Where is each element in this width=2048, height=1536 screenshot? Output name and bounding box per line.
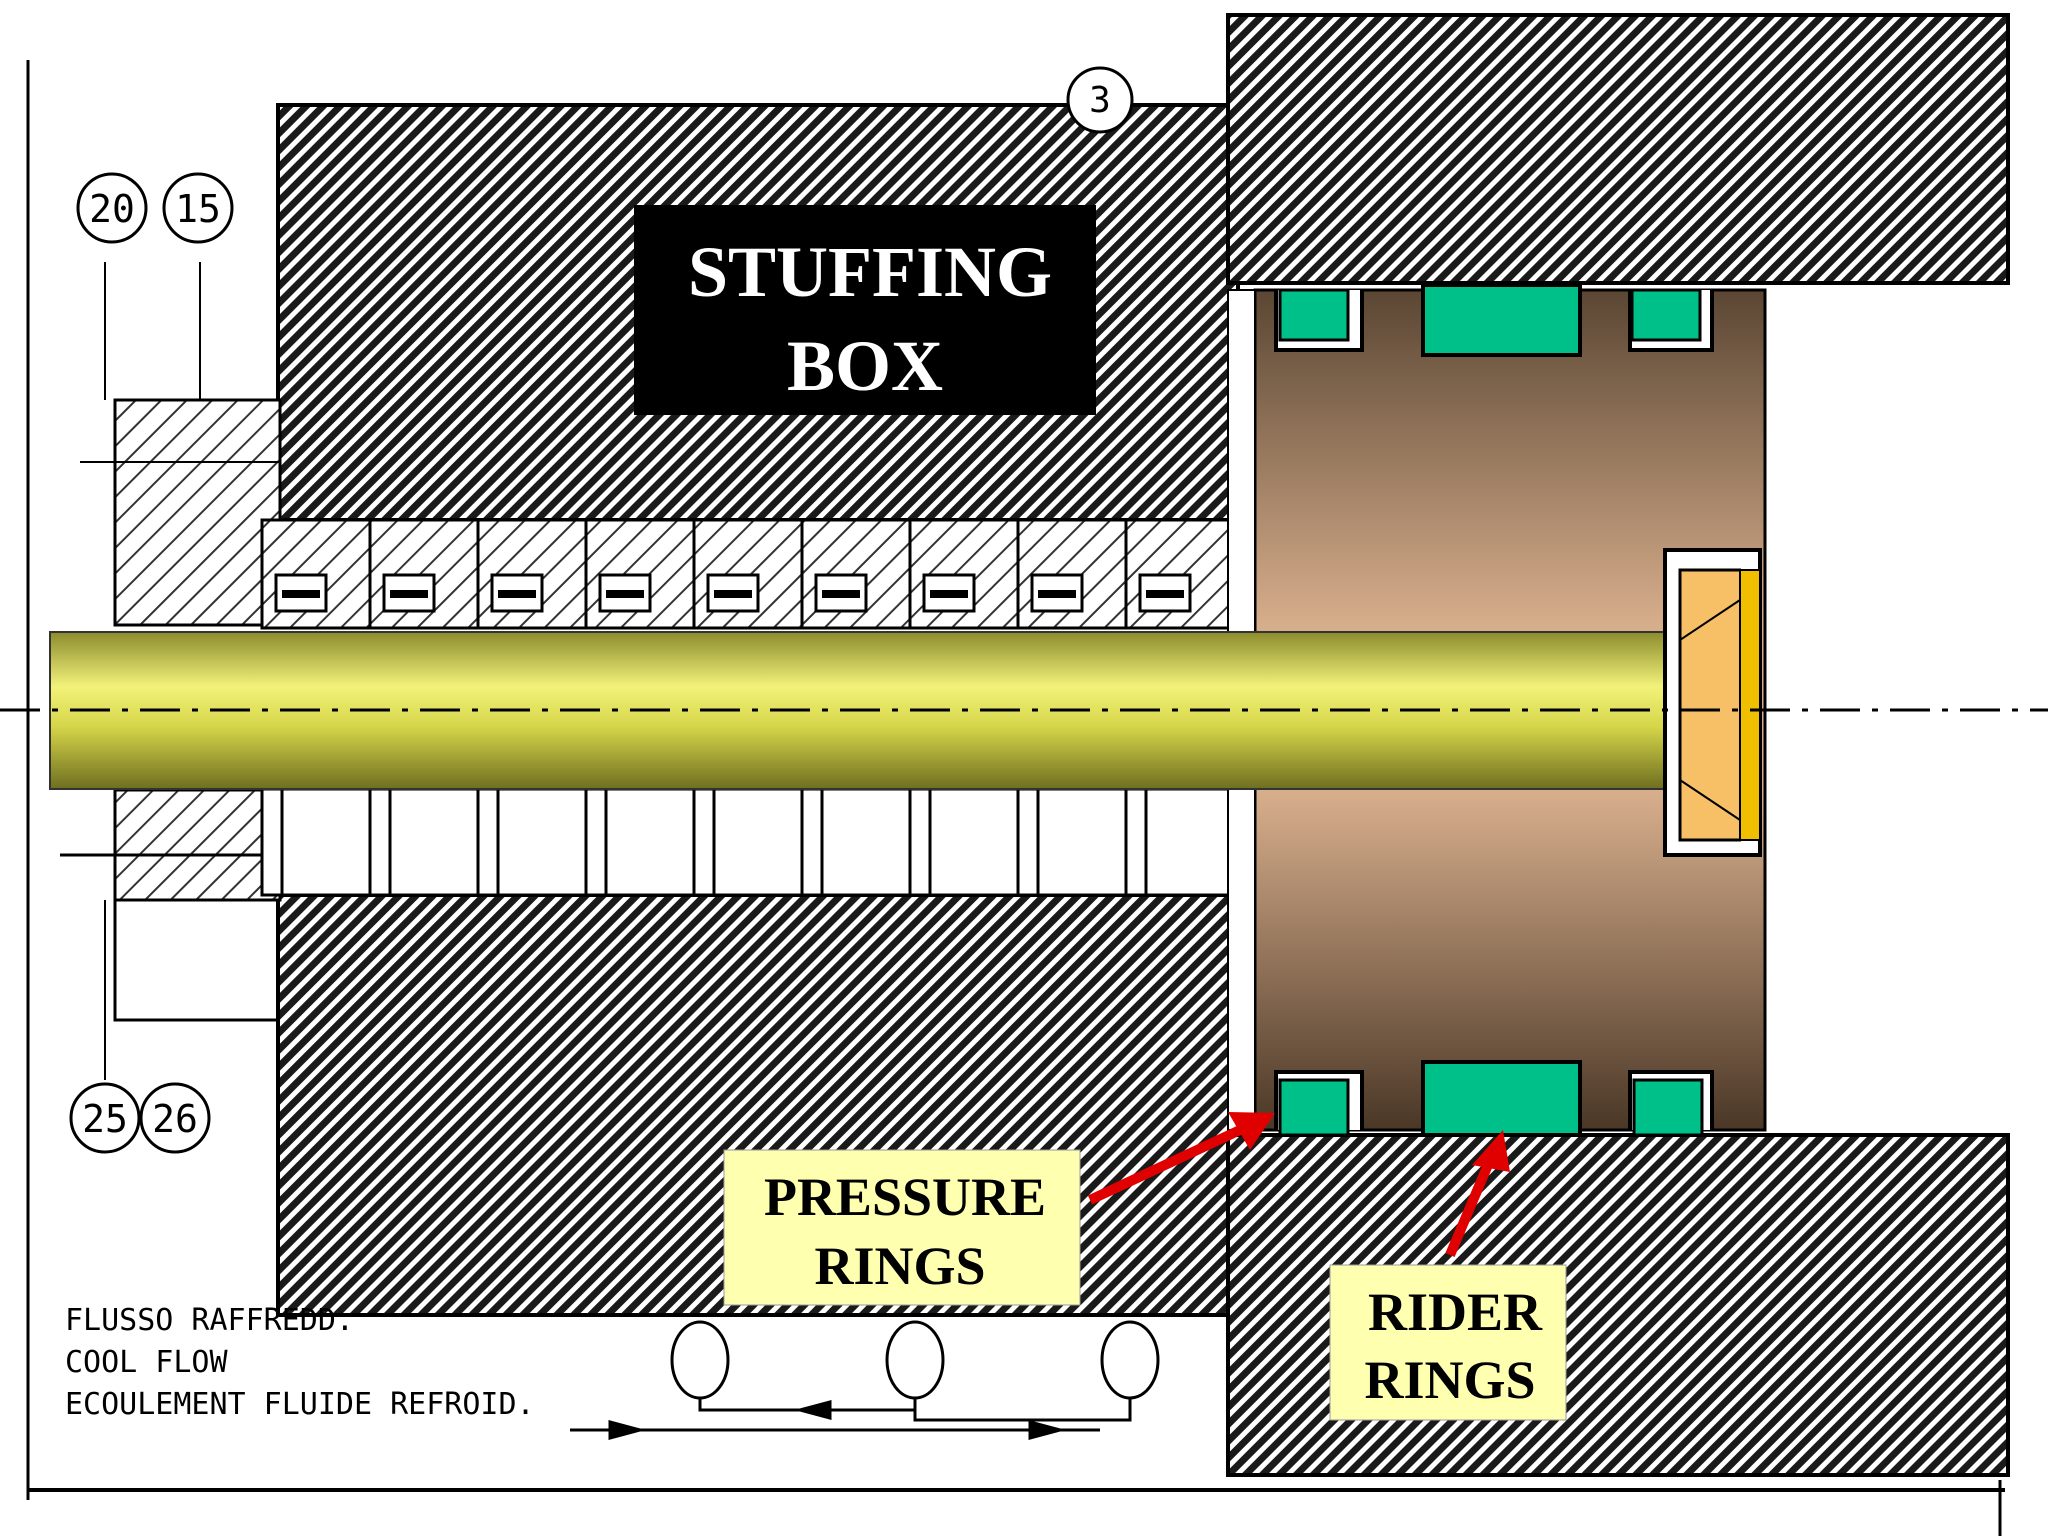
piston-nut [1663,548,1762,857]
packing-cup-lower [692,787,804,897]
packing-cup-upper [692,518,804,630]
packing-cup-upper [1124,518,1236,630]
stuffing-box-label-box [634,205,1096,415]
rider-rings-arrow [1445,1130,1510,1257]
pressure-ring-upper-right [1630,288,1702,342]
rider-rings-label-box [1329,1264,1567,1421]
legend-line1: FLUSSO RAFFREDD. [65,1303,354,1338]
svg-text:20: 20 [89,187,135,231]
packing-cup-upper [476,518,588,630]
svg-text:25: 25 [82,1097,128,1141]
packing-cup-lower [800,787,912,897]
pressure-rings-label-line1: PRESSURE [764,1167,1046,1227]
cool-flow-symbol [570,1320,1160,1440]
packing-cup-lower [368,787,480,897]
callout-15: 15 [162,172,234,244]
callout-20: 20 [76,172,148,244]
rider-ring-upper [1421,283,1582,357]
packing-cup-upper [368,518,480,630]
rider-ring-lower [1421,1060,1582,1137]
callout-25: 25 [69,1082,141,1154]
packing-cups-lower [260,787,1236,897]
rider-rings-label-line1: RIDER [1368,1282,1543,1342]
packing-cup-lower [1124,787,1236,897]
packing-cup-lower [584,787,696,897]
pressure-ring-lower-left [1278,1078,1350,1137]
coolant-line [113,900,278,1022]
pressure-rings-label-box [723,1149,1081,1306]
packing-cup-upper [800,518,912,630]
packing-cup-lower [260,787,372,897]
svg-text:3: 3 [1089,80,1111,121]
pressure-ring-upper-left [1278,288,1350,342]
gland-lower [113,788,282,902]
legend-line3: ECOULEMENT FLUIDE REFROID. [65,1387,535,1422]
svg-text:26: 26 [152,1097,198,1141]
packing-cup-lower [1016,787,1128,897]
pressure-rings-label-line2: RINGS [814,1236,985,1296]
rider-rings-label-line2: RINGS [1364,1350,1535,1410]
pressure-rings-arrow [1087,1112,1275,1205]
gland-upper [113,398,282,627]
callout-3: 3 [1066,66,1134,134]
svg-text:15: 15 [175,187,221,231]
packing-cup-upper [260,518,372,630]
packing-cup-upper [1016,518,1128,630]
packing-cups-upper [260,518,1236,630]
packing-cup-upper [584,518,696,630]
pressure-ring-lower-right [1632,1078,1704,1137]
stuffing-box-label-line2: BOX [787,326,943,406]
legend-line2: COOL FLOW [65,1345,228,1380]
packing-cup-lower [908,787,1020,897]
cylinder-upper [1226,13,2010,285]
packing-cup-lower [476,787,588,897]
packing-cup-upper [908,518,1020,630]
callout-26: 26 [139,1082,211,1154]
stuffing-box-label-line1: STUFFING [688,232,1052,312]
